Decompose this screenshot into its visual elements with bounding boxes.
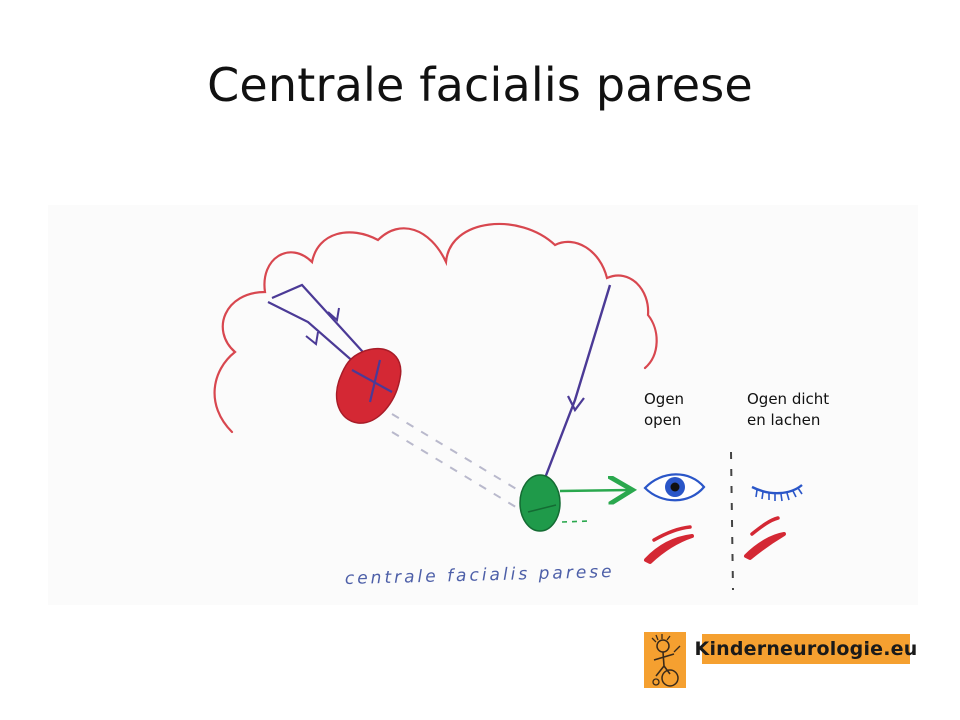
logo-child-figure-icon: [644, 632, 686, 688]
facial-nerve-arrow: [559, 490, 630, 491]
kinderneurologie-logo[interactable]: Kinderneurologie.eu: [644, 632, 917, 688]
label-eyes-open: Ogen open: [644, 389, 684, 431]
tract-right: [543, 284, 612, 479]
facial-nucleus: [519, 474, 561, 532]
logo-text: Kinderneurologie.eu: [694, 638, 918, 660]
interrupted-pathway-lower: [391, 431, 525, 513]
mouth-right: [744, 532, 786, 560]
lesion-blob: [335, 347, 402, 424]
logo-text-box: Kinderneurologie.eu: [695, 634, 917, 664]
diagram-caption: centrale facialis parese: [345, 562, 615, 589]
tract-arrow-left-a: [327, 307, 340, 322]
interrupted-pathway-upper: [391, 413, 529, 497]
facial-nerve-dash: [561, 520, 591, 523]
lesion-cross-b: [368, 359, 382, 403]
diagram-area: centrale facialis parese: [48, 205, 918, 605]
eye-pupil: [670, 482, 680, 492]
brain-outline: [213, 223, 658, 434]
label-eyes-closed: Ogen dicht en lachen: [747, 389, 829, 431]
label-eyes-closed-line1: Ogen dicht: [747, 390, 830, 408]
mouth-right-upper: [750, 516, 780, 536]
eye-closed: [751, 484, 803, 495]
mouth-left: [644, 534, 694, 564]
diagram-drawing: centrale facialis parese: [213, 223, 803, 591]
tract-arrow-right: [567, 395, 585, 413]
eyelashes: [755, 487, 803, 502]
tract-left-upper: [271, 283, 373, 363]
label-eyes-open-line2: open: [644, 411, 682, 429]
slide-title: Centrale facialis parese: [207, 58, 753, 112]
tract-arrow-left-b: [305, 331, 319, 346]
lesion-cross-a: [351, 369, 393, 393]
nucleus-line: [527, 504, 557, 513]
mouth-left-upper: [652, 525, 692, 542]
label-eyes-closed-line2: en lachen: [747, 411, 821, 429]
divider-line: [730, 451, 734, 591]
label-eyes-open-line1: Ogen: [644, 390, 685, 408]
